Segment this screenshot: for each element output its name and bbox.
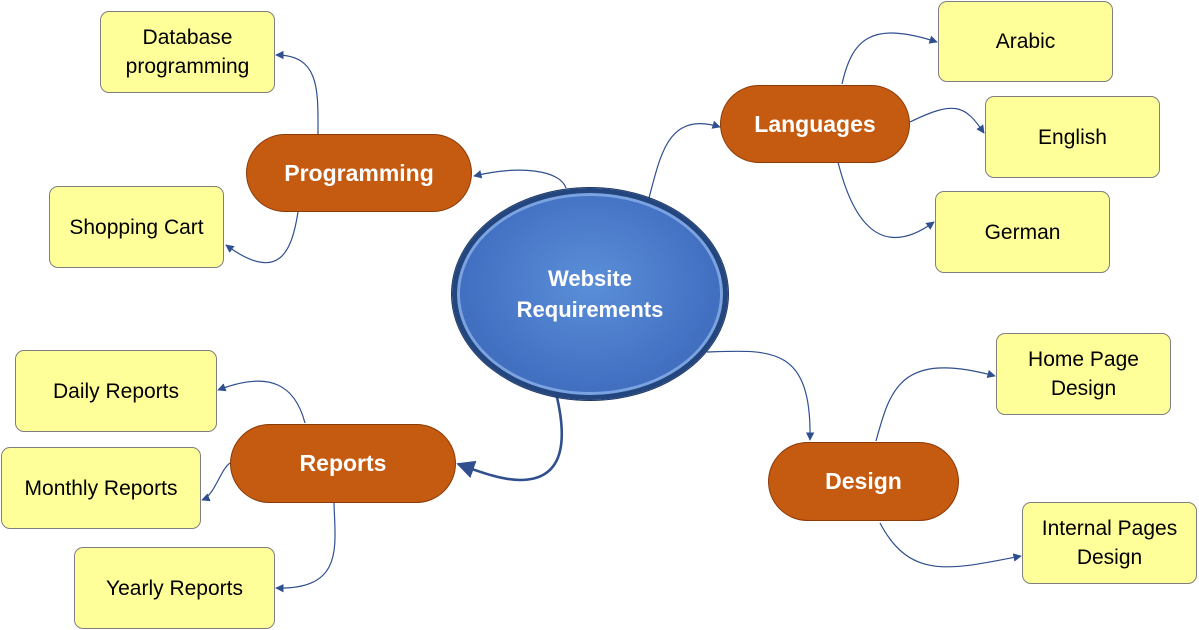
leaf-label-database-programming: Database programming [125,26,250,78]
leaf-node-german[interactable]: German [935,191,1110,273]
center-node-website-requirements[interactable]: Website Requirements [452,188,728,400]
connector-languages-arabic [841,32,938,85]
branch-label-reports: Reports [299,450,387,476]
leaf-node-internal-pages-design[interactable]: Internal Pages Design [1022,502,1197,584]
connector-center-programming [473,169,567,189]
branch-node-programming[interactable]: Programming [246,134,472,212]
leaf-node-home-page-design[interactable]: Home Page Design [996,333,1171,415]
connector-reports-monthly [201,462,231,502]
connector-center-design [706,350,815,441]
connector-center-languages [646,120,721,206]
leaf-node-daily-reports[interactable]: Daily Reports [15,350,217,432]
leaf-node-arabic[interactable]: Arabic [938,1,1113,82]
connector-center-reports [456,392,564,482]
leaf-label-internal-pages-design: Internal Pages Design [1041,517,1178,569]
connector-languages-german [837,161,935,238]
leaf-label-monthly-reports: Monthly Reports [24,476,178,500]
leaf-label-english: English [1038,125,1107,149]
leaf-label-daily-reports: Daily Reports [52,379,180,403]
connector-reports-daily [217,380,306,424]
leaf-label-yearly-reports: Yearly Reports [106,576,243,600]
leaf-label-home-page-design: Home Page Design [1028,348,1139,400]
branch-label-languages: Languages [754,110,876,137]
leaf-node-english[interactable]: English [985,96,1160,178]
leaf-node-monthly-reports[interactable]: Monthly Reports [1,447,201,529]
connector-programming-shopping [225,211,299,264]
leaf-label-shopping-cart: Shopping Cart [69,215,204,239]
leaf-node-shopping-cart[interactable]: Shopping Cart [49,186,224,268]
leaf-node-yearly-reports[interactable]: Yearly Reports [74,547,275,629]
center-node-label: Website Requirements [516,266,664,322]
connector-reports-yearly [275,502,336,593]
branch-node-languages[interactable]: Languages [720,85,910,163]
connector-programming-database [275,50,319,135]
leaf-label-german: German [984,220,1061,244]
branch-node-reports[interactable]: Reports [230,424,456,503]
branch-node-design[interactable]: Design [768,442,959,521]
leaf-node-database-programming[interactable]: Database programming [100,11,275,93]
branch-label-programming: Programming [284,159,434,186]
connector-languages-english [909,107,985,134]
leaf-label-arabic: Arabic [995,30,1056,53]
connector-design-homepage [875,367,996,442]
connector-design-internal [879,522,1022,568]
branch-label-design: Design [825,468,902,494]
